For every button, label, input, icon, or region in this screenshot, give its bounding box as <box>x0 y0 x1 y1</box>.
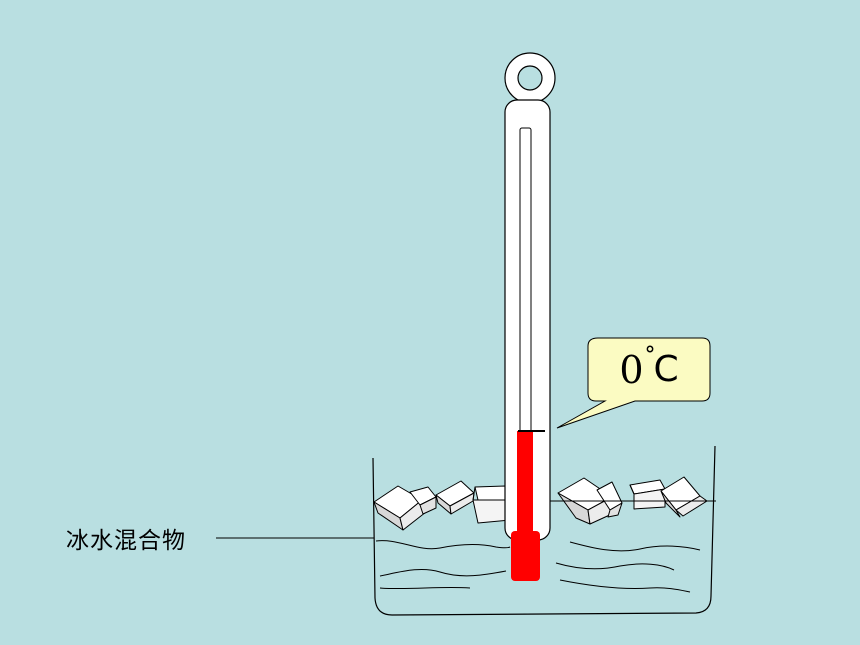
wave-line <box>559 579 691 593</box>
ice-cube <box>596 481 623 518</box>
ice-cube <box>660 476 708 518</box>
wave-line <box>375 540 511 550</box>
mercury-bulb <box>511 531 540 581</box>
beaker-outline <box>372 445 716 616</box>
temperature-callout <box>556 337 711 429</box>
wave-line <box>555 562 675 571</box>
ice-cube <box>472 485 511 524</box>
ice-cube <box>629 479 666 510</box>
wave-line <box>379 569 507 577</box>
ice-cubes <box>373 476 708 531</box>
wave-line <box>569 541 701 552</box>
thermometer-hanger-hole <box>517 65 543 91</box>
ice-cube <box>409 486 437 515</box>
ice-cube <box>435 480 475 515</box>
ice-water-mixture-label: 冰水混合物 <box>66 528 186 554</box>
thermometer <box>504 52 556 581</box>
mercury-column <box>517 431 533 543</box>
water-waves <box>375 540 701 593</box>
wave-line <box>379 586 471 590</box>
beaker <box>372 445 716 616</box>
